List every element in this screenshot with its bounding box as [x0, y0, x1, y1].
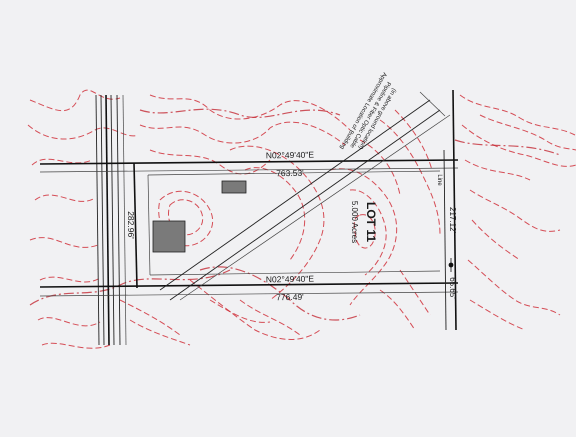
pipeline-note-line2: Pipeline & Fiber Optic Cable: [348, 80, 391, 149]
proposed-building: [221, 180, 247, 194]
existing-building: [152, 220, 186, 253]
lot-boundary: [39, 89, 459, 331]
east-lower-distance-label: 65.65': [448, 277, 457, 299]
south-bearing-label: N02°49'40"E: [266, 274, 315, 285]
lot-name-label: LOT 11: [364, 202, 378, 242]
north-bearing-label: N02°49'40"E: [266, 150, 315, 161]
lot-area-label: 5.000 Acres: [350, 201, 359, 243]
contour-lines: [27, 89, 576, 349]
pipeline-easement: [159, 91, 451, 301]
pipeline-note: Approximate Location of Building Pipelin…: [338, 71, 396, 150]
east-line-note: Line: [436, 174, 442, 186]
road-right-of-way: [95, 94, 127, 346]
east-distance-label: 217.12': [448, 207, 457, 233]
survey-monument-icon: [448, 258, 454, 272]
west-distance-label: 282.96': [126, 211, 136, 239]
north-distance-label: 763.53': [276, 168, 304, 178]
south-distance-label: 776.49': [276, 292, 304, 302]
